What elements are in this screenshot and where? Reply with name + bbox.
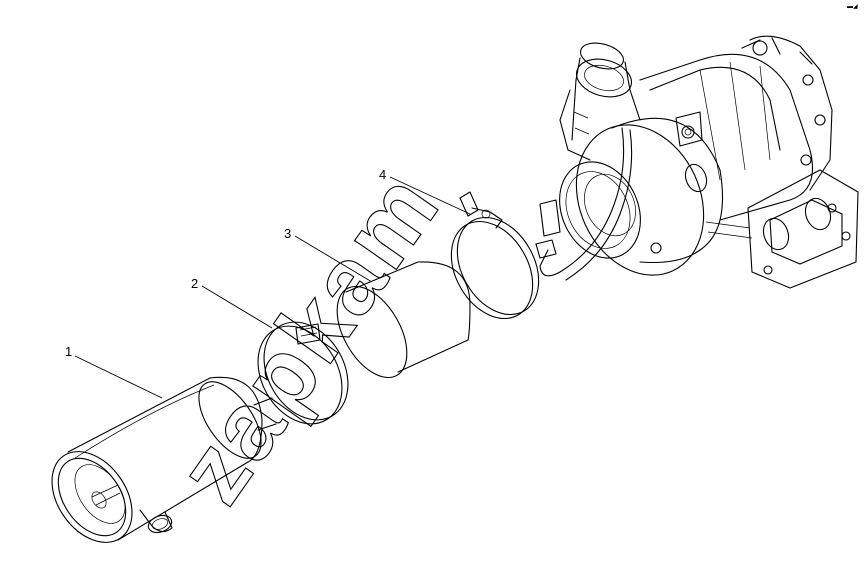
leader-3 — [294, 235, 373, 283]
callout-4: 4 — [379, 167, 386, 182]
watermark: zapkam — [157, 152, 462, 523]
part-1-intake-pipe — [51, 376, 277, 543]
leader-4 — [389, 176, 471, 215]
callouts: 1 2 3 4 — [65, 167, 386, 359]
corner-mark: ▬◢ — [847, 4, 858, 10]
leader-1 — [74, 355, 163, 399]
part-3-sleeve — [336, 261, 471, 379]
leader-lines — [74, 176, 471, 399]
callout-2: 2 — [191, 276, 198, 291]
watermark-text: zapkam — [158, 153, 461, 523]
part-2-hose-clamp — [257, 321, 349, 425]
callout-1: 1 — [65, 344, 72, 359]
turbocharger-assembly — [535, 35, 859, 289]
callout-3: 3 — [284, 226, 291, 241]
leader-2 — [201, 285, 273, 329]
part-4-band-clamp — [450, 191, 540, 320]
